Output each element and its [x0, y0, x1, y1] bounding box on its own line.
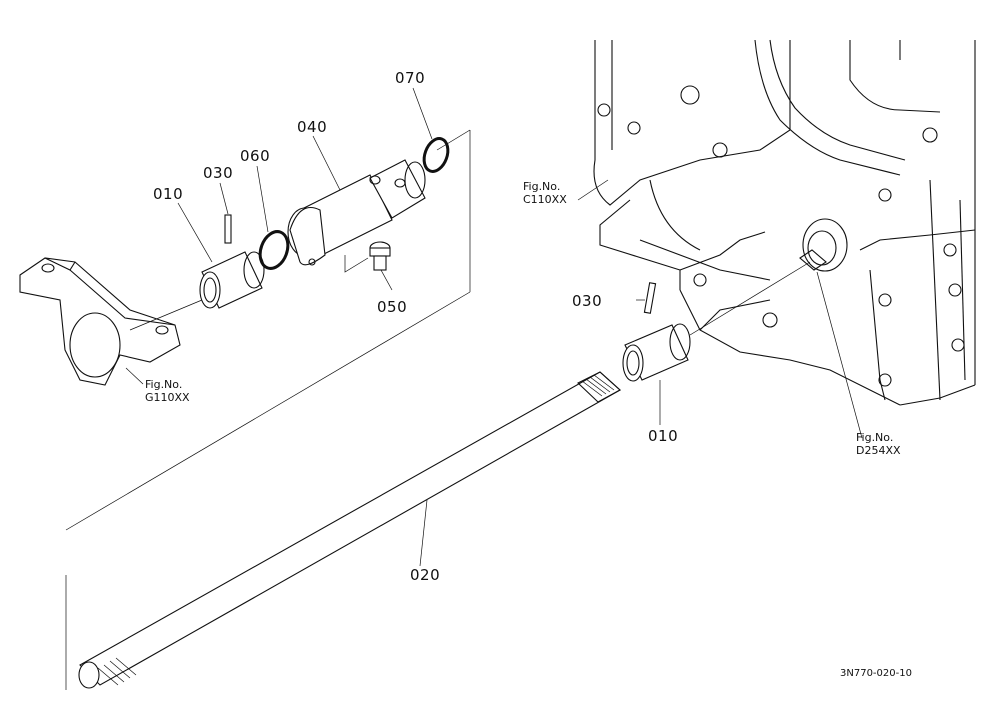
axis-line-left	[129, 299, 203, 331]
pin-030-left	[224, 214, 232, 244]
housing-040	[287, 159, 426, 266]
shaft-020	[78, 371, 621, 689]
fig-ref-c110-line2: C110XX	[523, 193, 567, 206]
o-ring-070	[422, 137, 450, 173]
part-label-060: 060	[240, 147, 271, 165]
part-label-030-left: 030	[203, 164, 234, 182]
bushing-010-left	[199, 251, 265, 309]
bushing-010-right	[622, 323, 691, 382]
axis-line-right	[689, 261, 811, 336]
part-label-020: 020	[410, 566, 441, 584]
arm-bracket	[19, 257, 181, 386]
fig-ref-g110-line1: Fig.No.	[145, 378, 183, 391]
subassembly-frame	[65, 129, 471, 690]
fig-ref-g110: Fig.No. G110XX	[145, 378, 190, 404]
part-label-010-right: 010	[648, 427, 679, 445]
part-label-010-left: 010	[153, 185, 184, 203]
bolt-050-guide	[344, 255, 369, 273]
fig-ref-d254-line1: Fig.No.	[856, 431, 894, 444]
part-label-030-right: 030	[572, 292, 603, 310]
leader-lines	[125, 87, 863, 567]
bolt-050	[369, 241, 391, 271]
drawing-code: 3N770-020-10	[840, 668, 912, 679]
part-label-050: 050	[377, 298, 408, 316]
fig-ref-c110-line1: Fig.No.	[523, 180, 561, 193]
part-label-070: 070	[395, 69, 426, 87]
fig-ref-d254: Fig.No. D254XX	[856, 431, 901, 457]
part-label-040: 040	[297, 118, 328, 136]
fig-ref-g110-line2: G110XX	[145, 391, 190, 404]
fig-ref-d254-line2: D254XX	[856, 444, 901, 457]
o-ring-060	[258, 230, 290, 270]
pin-030-right	[643, 282, 657, 314]
transmission-case	[593, 39, 976, 406]
fig-ref-c110: Fig.No. C110XX	[523, 180, 567, 206]
